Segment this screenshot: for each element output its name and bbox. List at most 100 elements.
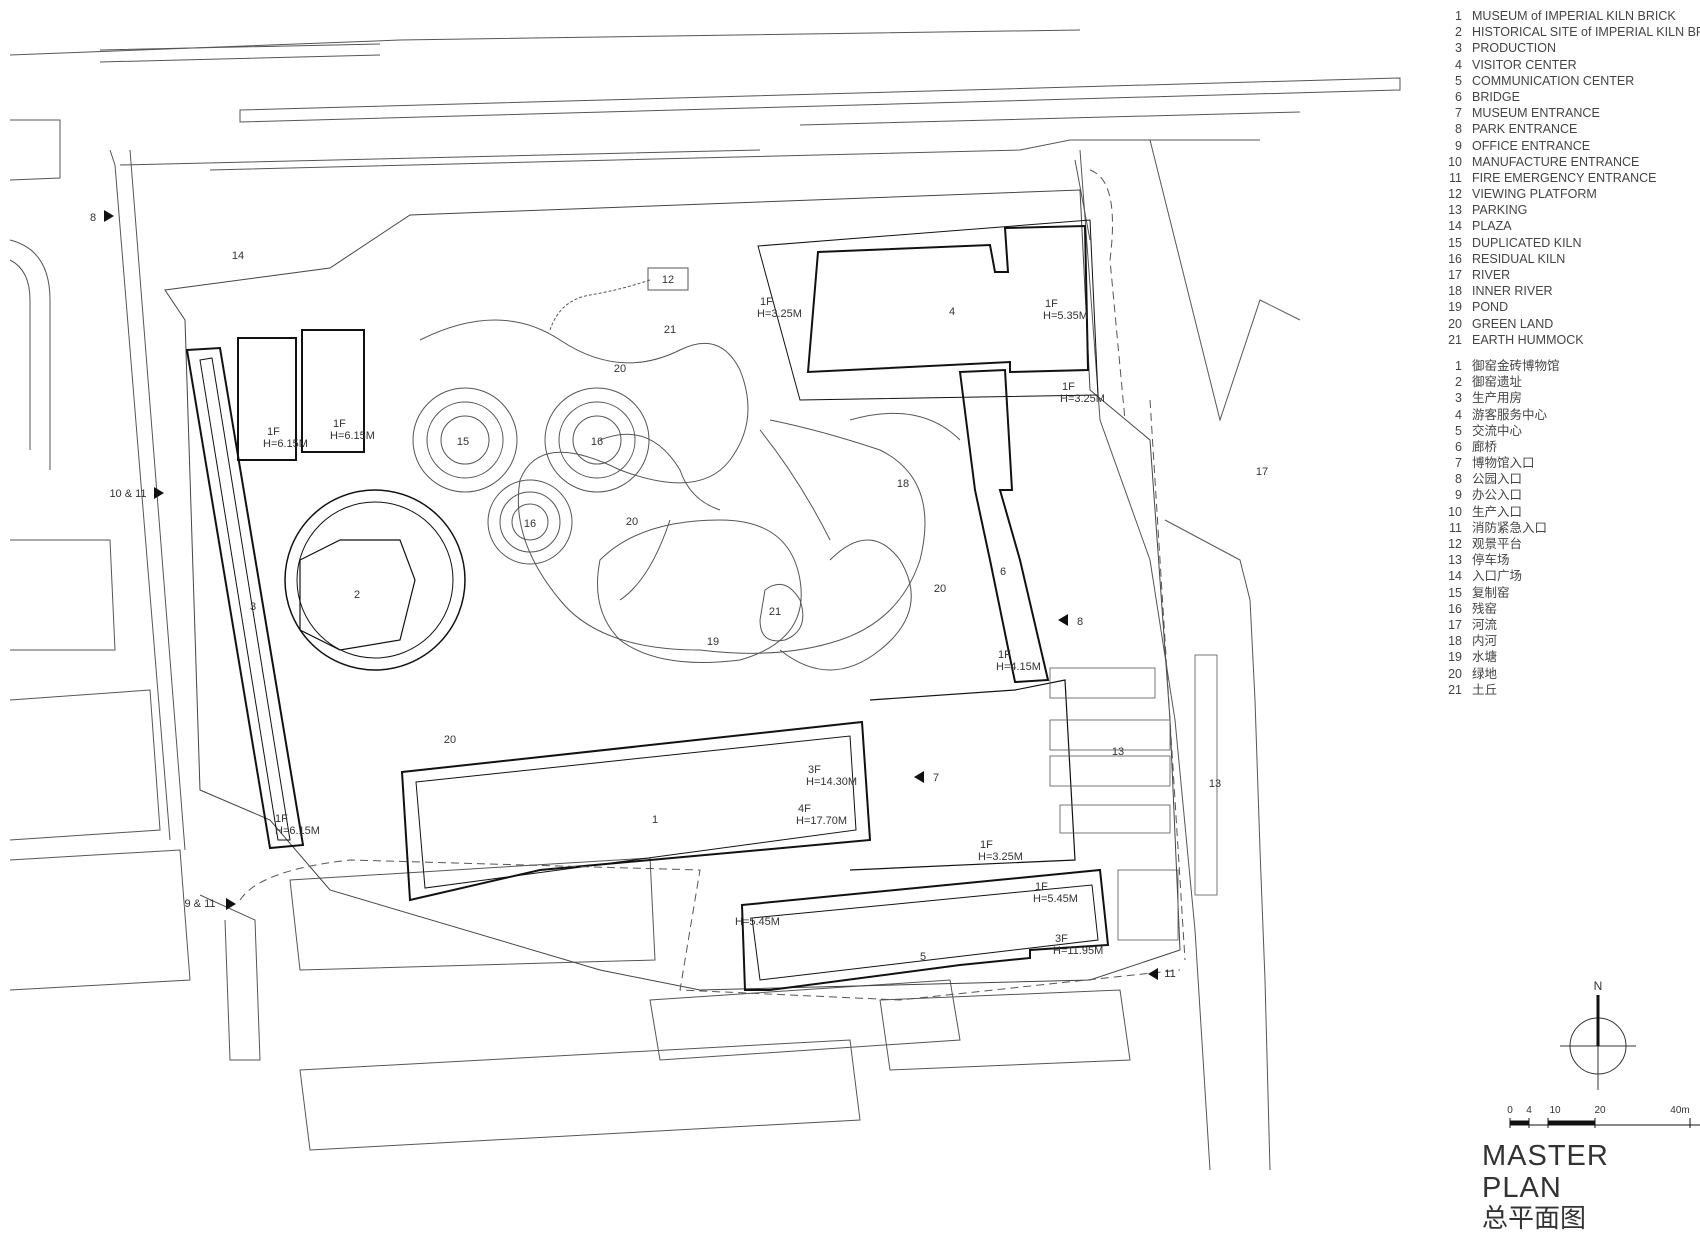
label-19: 19 [707, 636, 719, 648]
legend-item-label: GREEN LAND [1472, 316, 1554, 331]
arrow-entrance-7 [914, 771, 924, 783]
road-edge-top-6 [109, 149, 186, 851]
legend-item-number: 20 [1448, 316, 1462, 331]
height-label: 1F [1062, 381, 1075, 393]
green-land-curve-1 [419, 319, 926, 654]
label-14: 14 [232, 250, 244, 262]
legend-item-number: 21 [1448, 332, 1462, 347]
legend-item-number: 8 [1455, 472, 1462, 487]
height-label: H=11.95M [1053, 945, 1103, 957]
bottom-block-1 [289, 857, 656, 971]
legend-item-label: INNER RIVER [1472, 284, 1553, 299]
height-label: 1F [760, 296, 773, 308]
road-edge-top-2 [99, 43, 381, 63]
legend-item-number: 16 [1448, 601, 1462, 616]
height-label: H=5.45M [1033, 893, 1078, 905]
legend-item-label: 公园入口 [1472, 472, 1523, 487]
legend-item: 11 消防紧急入口 [1440, 520, 1690, 536]
label-5: 5 [920, 951, 926, 963]
height-label: 1F [998, 649, 1011, 661]
scale-tick-20: 20 [1594, 1105, 1606, 1116]
title-english: MASTER PLAN [1482, 1140, 1609, 1204]
legend-item-label: 停车场 [1472, 553, 1510, 568]
legend-item-label: HISTORICAL SITE of IMPERIAL KILN BRICK [1472, 25, 1700, 40]
legend-item-label: 游客服务中心 [1472, 407, 1548, 422]
label-17: 17 [1256, 466, 1268, 478]
scale-tick-0: 0 [1507, 1105, 1513, 1116]
parking-block-3 [1049, 755, 1171, 787]
legend-item-number: 21 [1448, 682, 1462, 697]
height-label: 1F [275, 813, 288, 825]
legend-item-number: 11 [1449, 520, 1462, 535]
road-edge-top-4 [119, 111, 1301, 166]
arrow-entrance-10-11 [154, 487, 164, 499]
dashed-road-2 [1149, 399, 1186, 961]
legend-item-label: 复制窑 [1472, 585, 1510, 600]
kiln-16-upper [544, 387, 650, 493]
label-8-top: 8 [90, 212, 96, 224]
label-21-b: 21 [769, 606, 781, 618]
height-label: H=3.25M [757, 308, 802, 320]
parking-block-4 [1059, 804, 1171, 834]
legend-item-label: PRODUCTION [1472, 41, 1557, 56]
scale-tick-10: 10 [1549, 1105, 1561, 1116]
legend-item-number: 16 [1448, 251, 1462, 266]
legend-item-number: 2 [1455, 375, 1462, 390]
arrow-entrance-11-bottom [1148, 968, 1158, 980]
legend-item-label: PARKING [1472, 203, 1528, 218]
legend-item-label: EARTH HUMMOCK [1472, 332, 1584, 347]
legend-item-number: 7 [1455, 106, 1462, 121]
legend-item-label: 办公入口 [1472, 488, 1523, 503]
path-curves [599, 429, 831, 601]
legend-item-label: MUSEUM ENTRANCE [1472, 106, 1600, 121]
legend-item-label: VISITOR CENTER [1472, 57, 1577, 72]
green-land-curve-2 [779, 412, 961, 671]
legend-item-number: 18 [1448, 284, 1462, 299]
label-7: 7 [933, 772, 939, 784]
legend-item-number: 17 [1448, 617, 1462, 632]
label-20-c: 20 [934, 583, 946, 595]
title-block: MASTER PLAN 总平面图 [1482, 1140, 1692, 1234]
historical-site-circle [284, 489, 466, 671]
legend-item-number: 4 [1455, 407, 1462, 422]
scale-tick-4: 4 [1526, 1105, 1532, 1116]
legend-item-number: 3 [1455, 391, 1462, 406]
north-label: N [1594, 979, 1603, 993]
legend-item-label: 交流中心 [1472, 423, 1523, 438]
left-block-4 [9, 689, 161, 841]
legend-item-label: 御窑金砖博物馆 [1472, 358, 1560, 373]
arrow-entrance-8-top [104, 210, 114, 222]
label-11-bottom: 11 [1164, 968, 1175, 980]
label-1: 1 [652, 814, 658, 826]
road-edge-top-3 [239, 77, 1401, 123]
legend-item-label: RIVER [1472, 268, 1511, 282]
legend-item-label: 御窑遗址 [1472, 375, 1523, 390]
legend-item-label: 消防紧急入口 [1472, 520, 1548, 535]
legend-item-label: FIRE EMERGENCY ENTRANCE [1472, 170, 1657, 185]
legend-item-label: MANUFACTURE ENTRANCE [1472, 154, 1640, 169]
label-9-11: 9 & 11 [185, 898, 216, 910]
river-edge-right [1164, 519, 1271, 1171]
legend-item-number: 14 [1448, 569, 1462, 584]
parking-block-2 [1049, 719, 1171, 751]
bottom-block-3 [649, 979, 961, 1061]
label-16-a: 16 [591, 436, 603, 448]
height-label: H=4.15M [996, 661, 1041, 673]
parking-block-1 [1049, 667, 1156, 699]
